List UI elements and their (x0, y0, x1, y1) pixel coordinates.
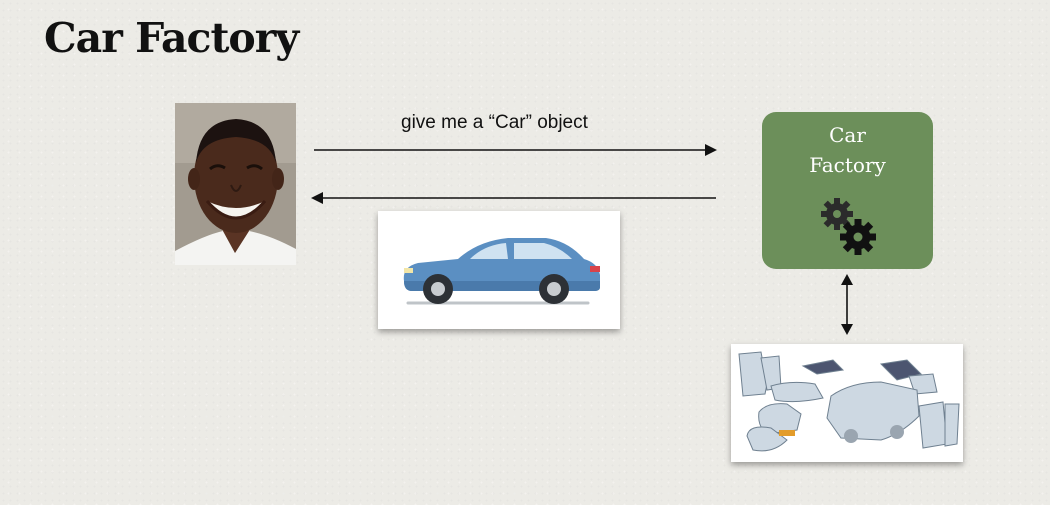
gears-icon (821, 198, 876, 255)
car-parts-icon (738, 351, 960, 452)
car-icon (403, 238, 600, 305)
car-card (378, 211, 620, 329)
car-parts-card (731, 344, 963, 462)
parts-arrow (841, 274, 853, 335)
request-label: give me a “Car” object (401, 112, 588, 133)
factory-label-line1: Car (829, 123, 866, 147)
factory-label-line2: Factory (809, 153, 886, 177)
response-arrow (311, 192, 716, 204)
car-factory-box: Car Factory (762, 112, 933, 269)
slide-title: Car Factory (44, 14, 299, 62)
request-arrow (314, 144, 717, 156)
person-photo (175, 103, 296, 265)
factory-label: Car Factory (762, 120, 933, 180)
